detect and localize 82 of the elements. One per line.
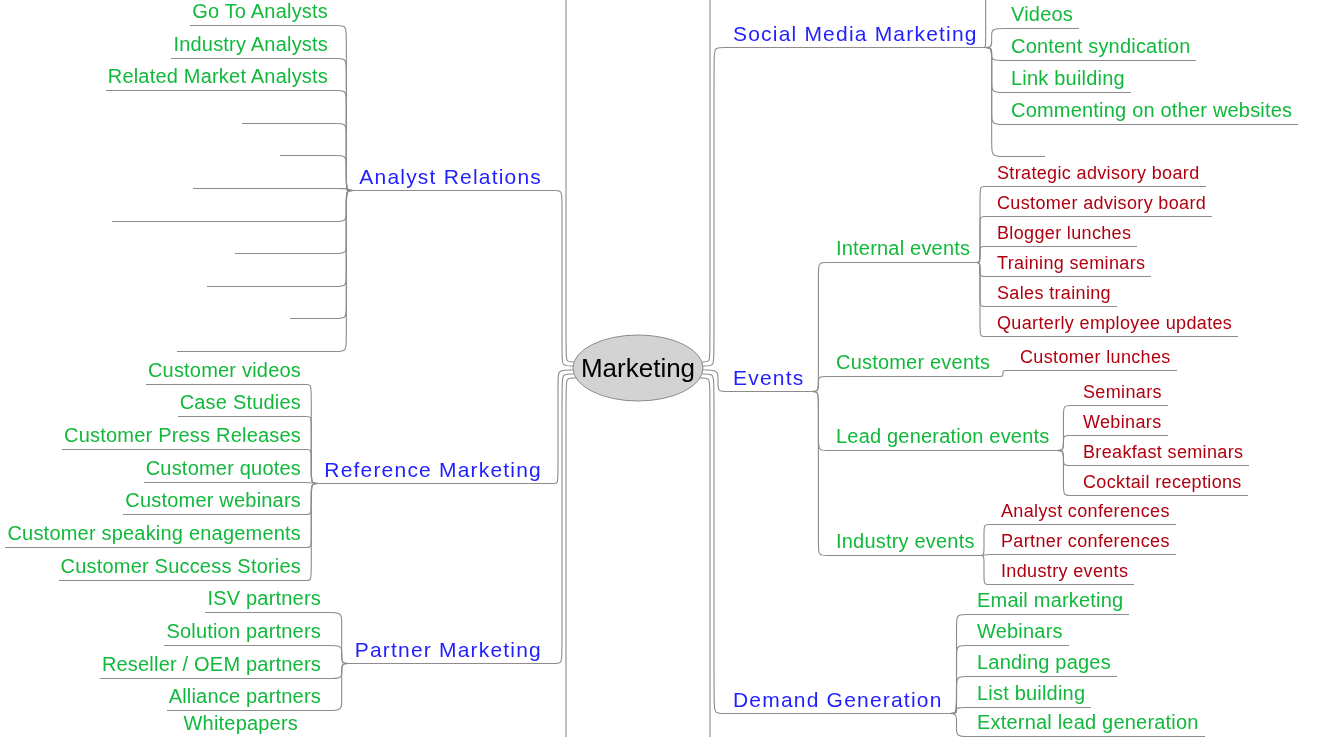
topic-underline — [1007, 154, 1045, 157]
branch-line — [565, 0, 575, 363]
topic-underline — [242, 123, 333, 124]
branch-label: Analyst Relations — [354, 165, 553, 191]
topic-label: Blogger lunches — [985, 223, 1138, 247]
topic-underline — [112, 221, 333, 222]
branch-line — [325, 662, 351, 712]
topic-label: Customer speaking enagements — [5, 522, 306, 548]
branch-line — [995, 369, 1009, 378]
topic-label: Industry events — [989, 561, 1135, 585]
topic-label: Videos — [1007, 3, 1079, 29]
topic-underline — [177, 351, 333, 352]
topic-label: Customer Press Releases — [62, 424, 306, 450]
topic-underline — [290, 318, 333, 319]
branch-label: Social Media Marketing — [727, 22, 984, 48]
topic-label: Webinars — [1071, 412, 1168, 436]
topic-label: Lead generation events — [828, 425, 1056, 451]
branch-line — [983, 0, 987, 49]
topic-underline — [207, 286, 333, 287]
topic-label: Customer videos — [145, 359, 306, 385]
branch-line — [1054, 449, 1072, 497]
topic-label: Link building — [1007, 67, 1131, 93]
branch-line — [565, 377, 577, 737]
topic-label: Training seminars — [985, 253, 1152, 277]
topic-label: Industry events — [828, 530, 981, 556]
topic-label: Internal events — [828, 237, 977, 263]
topic-label: Industry Analysts — [171, 33, 333, 59]
branch-line — [980, 553, 990, 557]
topic-label: Breakfast seminars — [1071, 442, 1250, 466]
topic-label: Sales training — [985, 283, 1117, 307]
topic-label: Whitepapers — [181, 712, 303, 737]
topic-label: Go To Analysts — [190, 0, 333, 26]
branch-line — [332, 189, 355, 353]
topic-label: List building — [969, 682, 1092, 708]
topic-label: Email marketing — [969, 589, 1130, 615]
branch-line — [947, 712, 970, 737]
branch-line — [701, 373, 728, 715]
topic-label: Solution partners — [164, 620, 326, 646]
branch-line — [975, 261, 986, 338]
branch-line — [305, 482, 320, 582]
central-topic: Marketing — [572, 334, 704, 402]
topic-label: Customer quotes — [143, 457, 306, 483]
topic-label: Seminars — [1071, 382, 1168, 406]
topic-label: Webinars — [969, 620, 1069, 646]
branch-line — [975, 245, 986, 264]
topic-label: Content syndication — [1007, 35, 1197, 61]
branch-line — [552, 189, 574, 367]
topic-label: Analyst conferences — [989, 501, 1176, 525]
branch-line — [701, 0, 711, 363]
topic-label: Customer webinars — [123, 489, 306, 515]
branch-label: Reference Marketing — [319, 458, 553, 484]
topic-label: Customer Success Stories — [58, 555, 306, 581]
topic-underline — [235, 253, 333, 254]
topic-label: Strategic advisory board — [985, 163, 1206, 187]
topic-label: External lead generation — [969, 711, 1205, 737]
branch-line — [702, 369, 728, 393]
branch-line — [552, 373, 575, 665]
topic-label: ISV partners — [205, 587, 326, 613]
branch-label: Demand Generation — [727, 688, 949, 714]
topic-label: Cocktail receptions — [1071, 472, 1248, 496]
branch-line — [980, 554, 990, 586]
topic-label: Alliance partners — [166, 685, 326, 711]
topic-label: Customer events — [828, 351, 997, 377]
topic-underline — [193, 188, 333, 189]
branch-line — [699, 377, 711, 737]
branch-label: Partner Marketing — [349, 638, 553, 664]
topic-label: Commenting on other websites — [1007, 99, 1299, 125]
topic-label: Case Studies — [177, 391, 306, 417]
branch-line — [702, 46, 728, 367]
branch-line — [552, 369, 574, 485]
topic-label: Reseller / OEM partners — [99, 653, 326, 679]
topic-underline — [280, 155, 333, 156]
branch-line — [983, 46, 1008, 158]
topic-label: Customer advisory board — [985, 193, 1213, 217]
topic-label: Customer lunches — [1008, 347, 1177, 371]
branch-line — [809, 390, 829, 557]
branch-label: Events — [727, 366, 811, 392]
topic-label: Landing pages — [969, 651, 1117, 677]
topic-label: Related Market Analysts — [105, 65, 333, 91]
topic-label: Partner conferences — [989, 531, 1176, 555]
branch-line — [980, 523, 990, 557]
topic-label: Quarterly employee updates — [985, 313, 1239, 337]
